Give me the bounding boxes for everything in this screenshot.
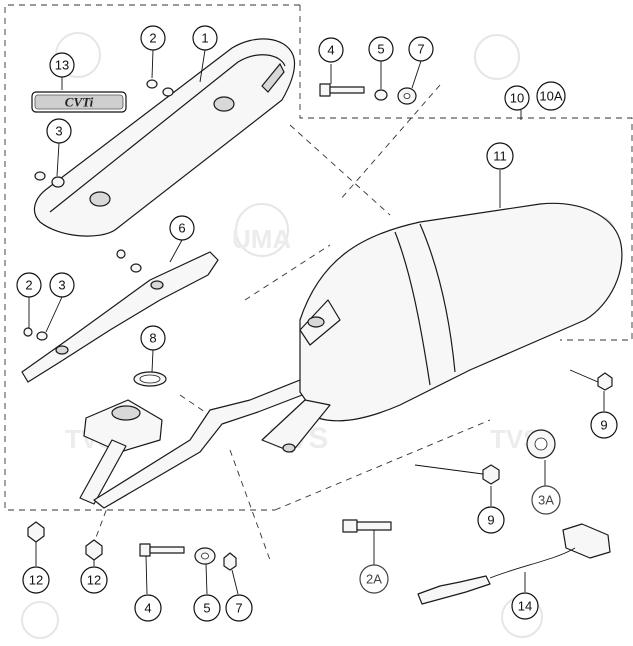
callout-12-right: 12 bbox=[80, 566, 108, 594]
callout-7-top: 7 bbox=[408, 36, 434, 62]
leader-lines bbox=[28, 49, 605, 595]
svg-text:9: 9 bbox=[487, 513, 494, 528]
callout-10a: 10A bbox=[536, 81, 566, 111]
callout-3-left: 3 bbox=[49, 272, 75, 298]
callout-3a: 3A bbox=[531, 485, 561, 515]
ring-3a bbox=[526, 429, 556, 459]
svg-text:3A: 3A bbox=[538, 493, 554, 508]
svg-text:2A: 2A bbox=[366, 572, 382, 587]
muffler bbox=[261, 202, 623, 453]
svg-text:6: 6 bbox=[178, 221, 185, 236]
callout-2a: 2A bbox=[359, 564, 389, 594]
assembly-boundary bbox=[4, 4, 633, 561]
callout-7-bottom: 7 bbox=[225, 594, 253, 622]
callout-1: 1 bbox=[192, 25, 218, 51]
gasket-ring bbox=[133, 371, 167, 387]
callout-4-bottom: 4 bbox=[134, 594, 162, 622]
svg-text:11: 11 bbox=[493, 149, 507, 164]
bolt-set-top bbox=[319, 83, 417, 105]
small-fasteners bbox=[23, 79, 174, 341]
svg-text:10A: 10A bbox=[539, 89, 562, 104]
flange-nuts bbox=[482, 372, 613, 485]
svg-text:3: 3 bbox=[58, 278, 65, 293]
cvti-badge: CVTi bbox=[31, 91, 127, 113]
svg-text:4: 4 bbox=[144, 601, 151, 616]
heat-shield bbox=[33, 38, 296, 237]
bolt-2a bbox=[342, 519, 392, 533]
callout-14: 14 bbox=[511, 592, 539, 620]
callout-2-left: 2 bbox=[16, 272, 42, 298]
callout-4-top: 4 bbox=[318, 37, 344, 63]
callout-10: 10 bbox=[504, 85, 530, 111]
svg-text:7: 7 bbox=[417, 42, 424, 57]
callout-11: 11 bbox=[486, 142, 514, 170]
oxygen-sensor bbox=[417, 523, 611, 605]
svg-text:8: 8 bbox=[149, 331, 156, 346]
cap-nuts bbox=[27, 521, 103, 561]
svg-text:10: 10 bbox=[510, 91, 524, 106]
bolt-set-bottom bbox=[139, 543, 237, 571]
cvti-badge-text: CVTi bbox=[65, 95, 94, 110]
exhaust-pipe bbox=[79, 379, 311, 509]
callout-8: 8 bbox=[140, 325, 166, 351]
callout-5-bottom: 5 bbox=[193, 594, 221, 622]
callout-3-top: 3 bbox=[46, 118, 72, 144]
callout-9-lower: 9 bbox=[477, 506, 505, 534]
svg-text:1: 1 bbox=[201, 31, 208, 46]
svg-text:14: 14 bbox=[518, 599, 532, 614]
svg-text:13: 13 bbox=[55, 58, 69, 73]
watermark-uma: UMA bbox=[232, 224, 291, 254]
mounting-bracket bbox=[21, 251, 219, 383]
svg-text:12: 12 bbox=[87, 573, 101, 588]
callout-2-top: 2 bbox=[140, 25, 166, 51]
callout-12-left: 12 bbox=[22, 566, 50, 594]
svg-text:2: 2 bbox=[25, 278, 32, 293]
svg-text:5: 5 bbox=[377, 42, 384, 57]
callout-13: 13 bbox=[49, 52, 75, 78]
svg-text:3: 3 bbox=[55, 124, 62, 139]
callout-5-top: 5 bbox=[368, 36, 394, 62]
callout-9-right: 9 bbox=[590, 411, 618, 439]
svg-text:5: 5 bbox=[203, 601, 210, 616]
svg-text:2: 2 bbox=[149, 31, 156, 46]
callout-6: 6 bbox=[169, 215, 195, 241]
svg-text:4: 4 bbox=[327, 43, 334, 58]
svg-text:9: 9 bbox=[600, 418, 607, 433]
svg-text:7: 7 bbox=[235, 601, 242, 616]
svg-text:12: 12 bbox=[29, 573, 43, 588]
